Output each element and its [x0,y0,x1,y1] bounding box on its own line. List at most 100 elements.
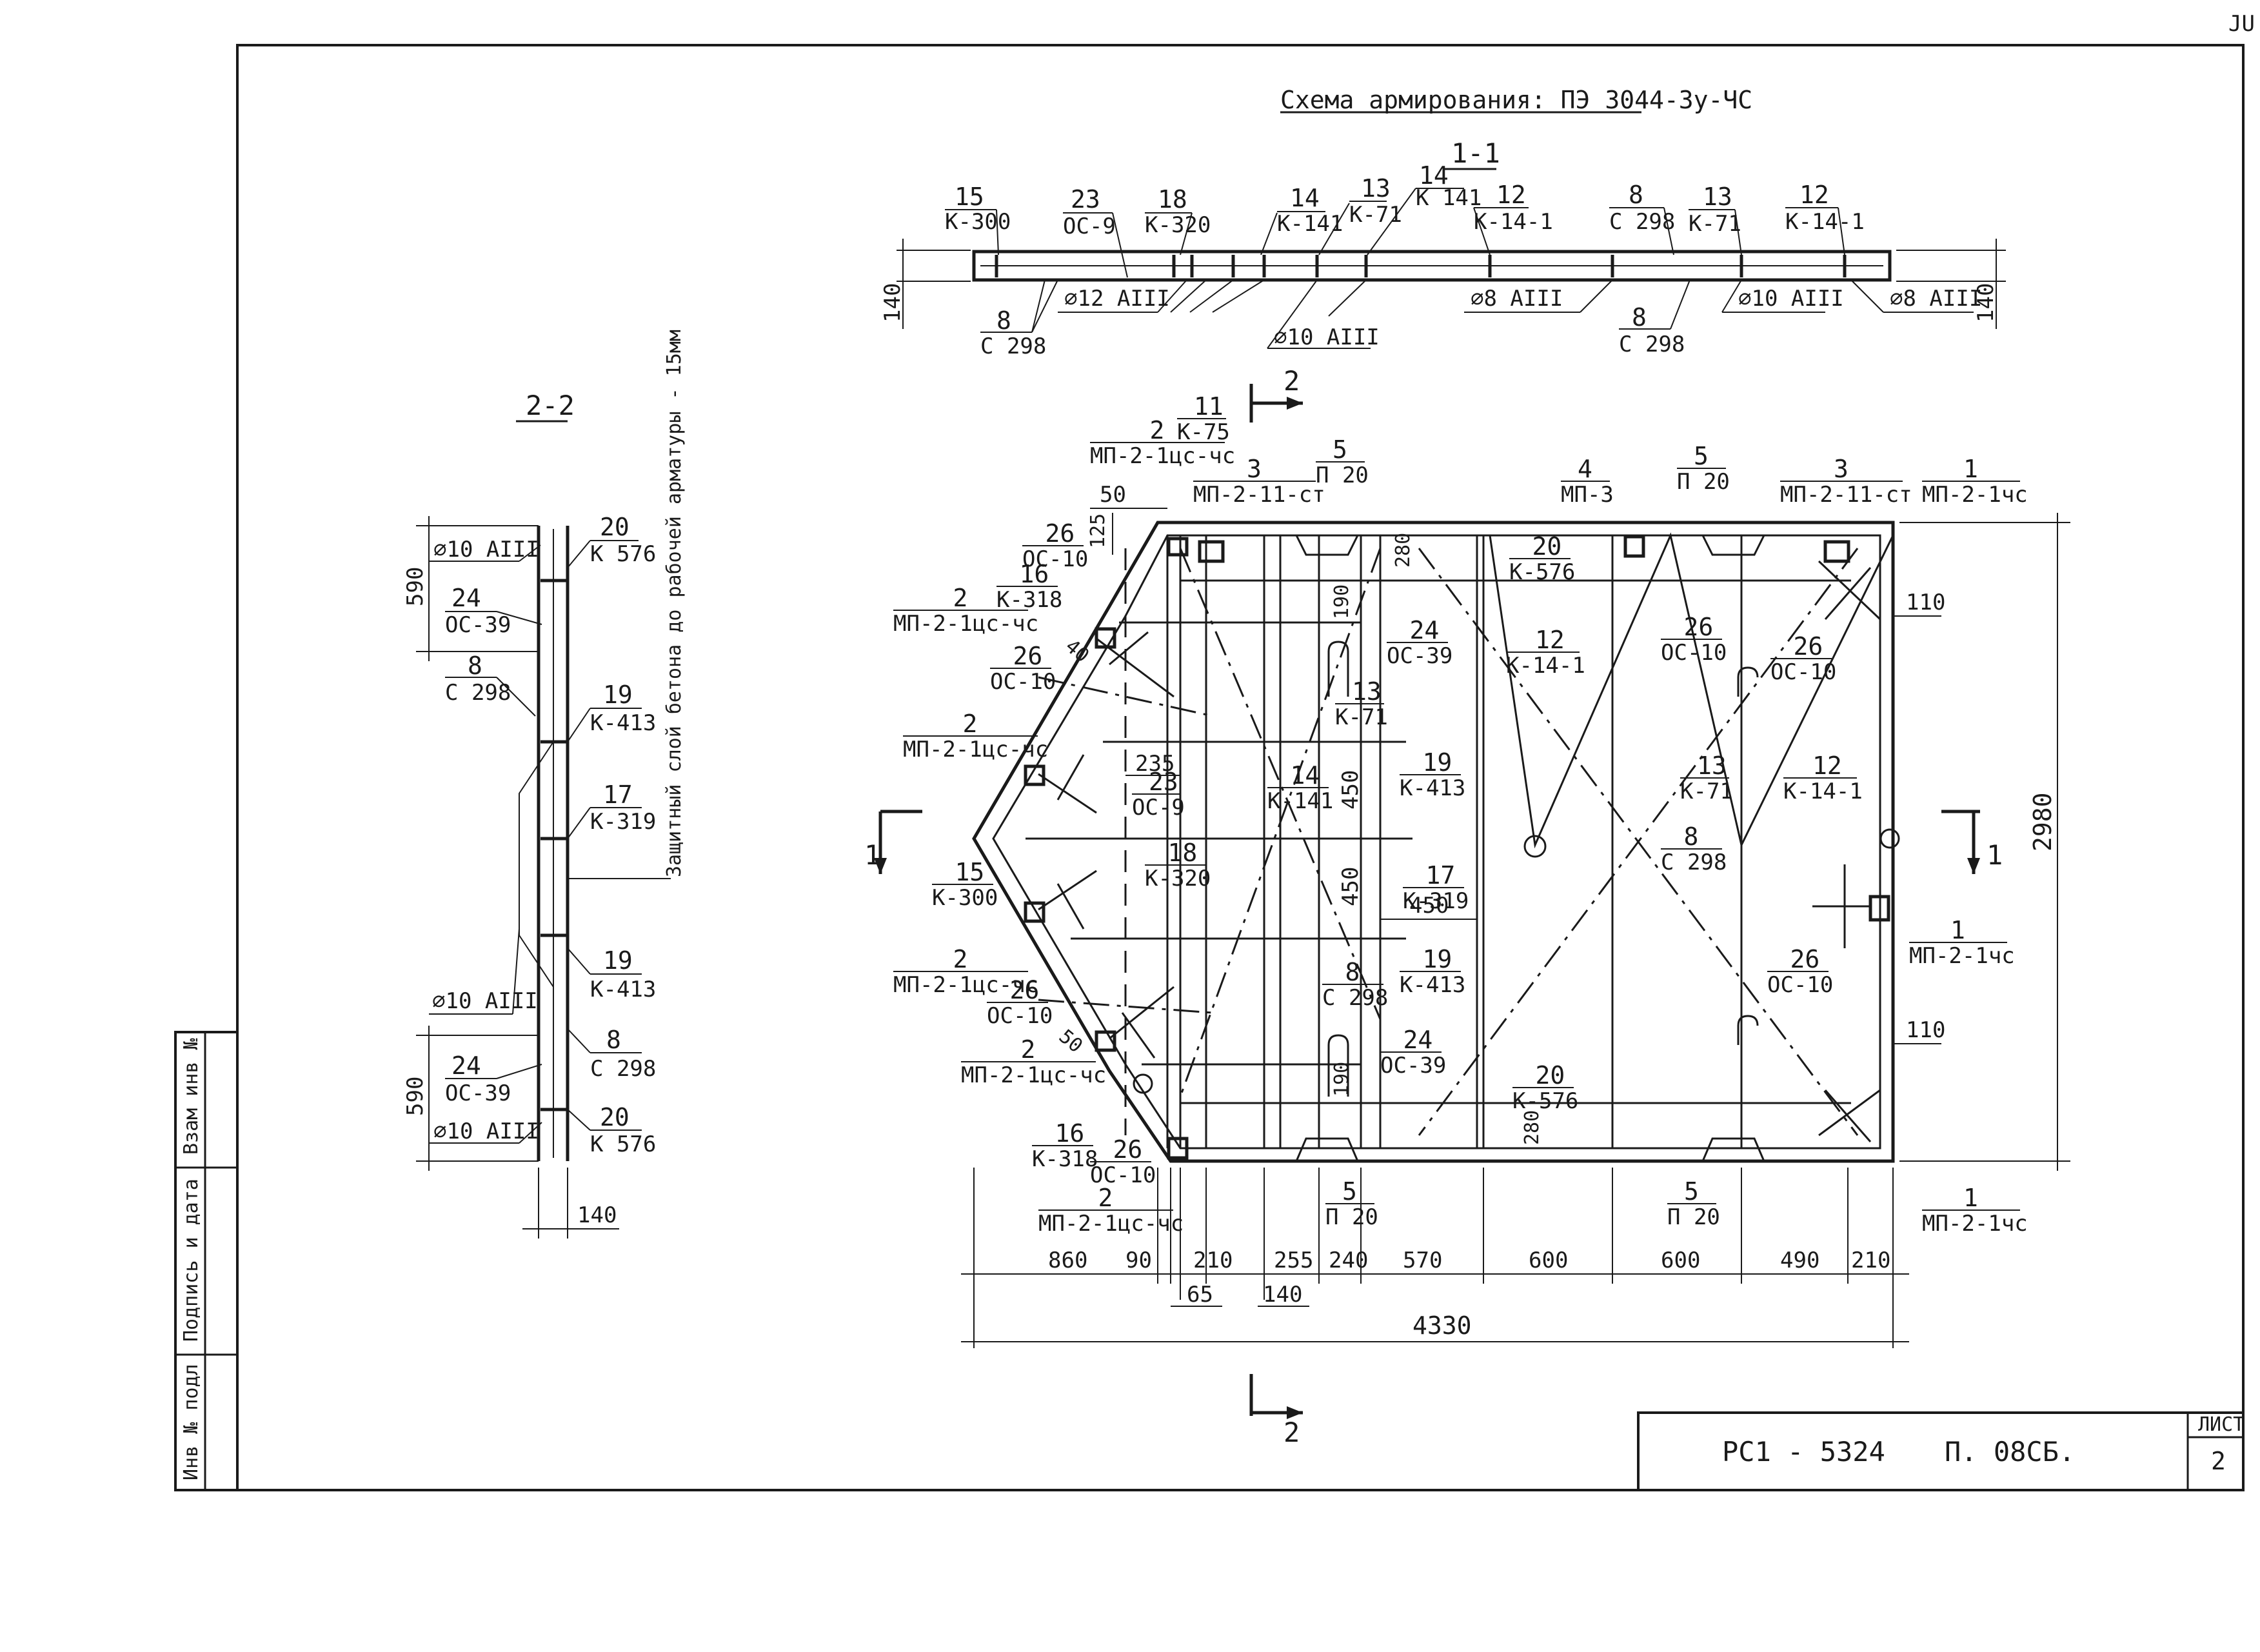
svg-text:К-71: К-71 [1689,211,1741,237]
section-1-1-callout-13b: 13 К-71 [1689,183,1742,255]
plan-label-10: 2МП-2-1цс-чс [893,584,1038,637]
svg-text:К 141: К 141 [1416,185,1482,211]
dim-240: 240 [1329,1248,1368,1273]
stamp-replace-inv: Взам инв № [180,1038,203,1155]
dim-2980: 2980 [2028,792,2057,851]
plan-label-ref: К-413 [1400,775,1465,801]
plan-label-num: 2 [1150,416,1165,444]
plan-label-num: 26 [1794,632,1823,661]
section-1-1-bottom-rebar8a: ∅8 АIII [1464,279,1613,313]
plan-label-ref: К-14-1 [1506,653,1585,679]
plan-label-ref: МП-2-1цс-чс [893,972,1038,998]
plan-label-42: 1МП-2-1чс [1922,1184,2028,1237]
svg-text:С 298: С 298 [980,333,1046,359]
section-2-2-left-label-3: ∅10 АIII [429,928,538,1015]
plan-label-ref: К-576 [1509,559,1575,585]
svg-text:К 576: К 576 [590,1131,656,1157]
plan-label-ref: ОС-10 [1022,546,1088,572]
section-2-2-right-label-0: 20 К 576 [567,513,656,568]
plan-label-28: 19К-413 [1400,945,1465,998]
section-2-2-left-label-2: 8 С 298 [445,652,536,717]
plan-label-ref: ОС-10 [1767,972,1833,998]
svg-text:19: 19 [603,681,633,709]
plan-label-ref: С 298 [1322,985,1388,1011]
plan-label-ref: ОС-39 [1387,643,1452,669]
section-2-2-left-label-5: ∅10 АIII [429,1119,542,1144]
corner-mark: ЈU [2228,11,2255,37]
plan-label-34: 13К-71 [1680,751,1733,804]
plan-label-2: 3МП-2-11-ст [1193,455,1325,508]
plan-label-num: 2 [1098,1184,1113,1212]
plan-label-21: 2МП-2-1цс-чс [1038,1184,1184,1237]
dim-125: 125 [1087,513,1109,548]
plan-label-num: 5 [1694,442,1709,470]
svg-text:8: 8 [1632,303,1647,332]
plan-label-num: 20 [1536,1061,1565,1090]
svg-text:13: 13 [1703,183,1732,211]
plan-label-ref: МП-2-1чс [1922,482,2028,508]
section-2-2-left-label-1: 24 ОС-39 [445,584,542,638]
plan-label-ref: МП-3 [1561,482,1614,508]
dim-190-bottom: 190 [1331,1062,1353,1097]
plan-label-24: 14К-141 [1267,761,1333,814]
doc-ref: П. 08СБ. [1945,1436,2075,1468]
plan-label-num: 26 [1790,945,1820,973]
svg-text:К-300: К-300 [945,209,1011,235]
plan-label-num: 23 [1149,768,1178,796]
section-1-1: 1-1 140 140 15 [880,137,2006,359]
section-1-1-callout-13a: 13 К-71 [1318,174,1402,255]
plan-label-num: 3 [1834,455,1849,483]
section-1-1-dim-left: 140 [880,283,906,323]
svg-text:С 298: С 298 [445,680,511,706]
svg-text:С 298: С 298 [1619,332,1685,357]
plan-label-num: 12 [1812,751,1842,780]
svg-text:∅10 АIII: ∅10 АIII [432,988,538,1014]
drawing-title: Схема армирования: ПЭ 3044-3у-ЧС [1280,86,1752,114]
section-2-2-right-label-1: 19 К-413 [567,681,656,742]
sheet-label: ЛИСТ [2198,1413,2245,1436]
plan-label-num: 12 [1535,626,1565,654]
plan-label-num: 26 [1013,642,1043,670]
plan-label-ref: К-75 [1177,419,1230,445]
plan-label-23: 13К-71 [1335,677,1388,730]
cut-marker-left: 1 [864,810,922,874]
plan-label-25: 19К-413 [1400,748,1465,801]
dim-50-bottom: 50 [1055,1025,1087,1057]
dim-255: 255 [1274,1248,1313,1273]
plan-label-ref: К-14-1 [1783,779,1863,804]
section-1-1-callout-12b: 12 К-14-1 [1785,181,1865,255]
plan-label-num: 1 [1963,455,1978,483]
section-2-2-note: Защитный слой бетона до рабочей арматуры… [568,330,686,879]
plan-label-ref: ОС-10 [987,1003,1053,1029]
dim-600-a: 600 [1529,1248,1568,1273]
section-2-2-dim-top: 590 [402,567,428,606]
plan-label-num: 16 [1020,560,1049,588]
plan-label-num: 17 [1426,861,1456,890]
plan-label-ref: К-71 [1335,704,1388,730]
dim-65: 65 [1187,1282,1213,1308]
svg-text:12: 12 [1496,181,1526,209]
plan-label-ref: ОС-9 [1132,795,1185,821]
dim-490: 490 [1780,1248,1819,1273]
section-1-1-callout-12a: 12 К-14-1 [1473,181,1553,255]
plan-label-41: 1МП-2-1чс [1909,916,2015,969]
plan-view: 2 2 1 1 [864,365,2070,1448]
plan-label-5: 5П 20 [1677,442,1730,495]
doc-code: РС1 - 5324 [1722,1436,1885,1468]
plan-label-18: 2МП-2-1цс-чс [961,1035,1106,1088]
section-1-1-callout-15: 15 К-300 [945,183,1011,255]
cut-marker-bottom: 2 [1249,1374,1303,1448]
plan-label-ref: МП-2-11-ст [1780,482,1912,508]
plan-label-num: 1 [1950,916,1965,944]
plan-label-num: 26 [1113,1135,1143,1164]
svg-text:∅10 АIII: ∅10 АIII [433,537,539,562]
plan-label-num: 5 [1684,1177,1699,1206]
plan-label-ref: ОС-39 [1380,1053,1446,1079]
svg-text:К-413: К-413 [590,710,656,736]
plan-label-num: 18 [1168,839,1198,867]
svg-text:23: 23 [1071,185,1100,214]
